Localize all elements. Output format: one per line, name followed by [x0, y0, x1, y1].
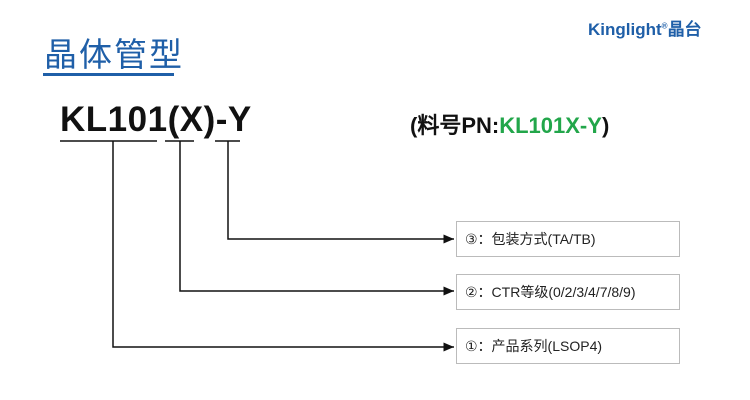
connector-3	[227, 141, 454, 244]
model-base: KL101	[60, 100, 168, 139]
kinglight-logo: Kinglight®晶台	[588, 15, 702, 40]
logo-text: Kinglight	[588, 20, 662, 39]
legend-box-packaging: ③：包装方式(TA/TB)	[456, 221, 680, 257]
logo-mark: ®	[661, 21, 668, 31]
page-title: 晶体管型	[44, 36, 184, 73]
connector-1	[112, 141, 454, 352]
legend-box-ctr-grade: ②：CTR等级(0/2/3/4/7/8/9)	[456, 274, 680, 310]
pn-suffix: )	[601, 113, 610, 138]
title-underline	[43, 73, 174, 76]
pn-prefix: (料号PN:	[410, 113, 500, 138]
legend-box-series: ①：产品系列(LSOP4)	[456, 328, 680, 364]
model-variant: (X)	[167, 100, 216, 139]
pn-value: KL101X-Y	[499, 113, 602, 138]
connector-2	[179, 141, 454, 296]
logo-cn: 晶台	[667, 20, 702, 39]
part-number: (料号PN:KL101X-Y)	[410, 108, 609, 140]
model-suffix: Y	[227, 100, 252, 139]
model-dash: -	[215, 100, 228, 139]
model-code: KL101(X)-Y	[60, 100, 252, 140]
